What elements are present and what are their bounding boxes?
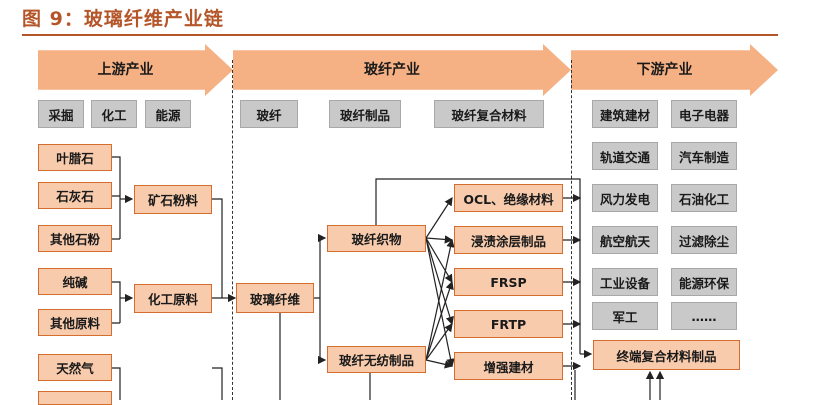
industry-electronics: 电子电器: [671, 100, 737, 128]
figure-title: 图 9：玻璃纤维产业链: [22, 8, 224, 30]
chem-soda-ash: 纯碱: [38, 268, 112, 295]
composite-frtp: FRTP: [454, 310, 563, 338]
title-underline: [22, 34, 778, 36]
divider-midstream-downstream: [571, 60, 572, 400]
industry-industrial-equipment: 工业设备: [592, 268, 658, 296]
industry-rail-transit: 轨道交通: [592, 142, 658, 170]
downstream-header-label: 下游产业: [636, 62, 693, 78]
industry-building-materials: 建筑建材: [592, 100, 658, 128]
midstream-header-label: 玻纤产业: [364, 62, 420, 78]
ore-powder-group: 矿石粉料: [134, 185, 212, 214]
composite-impregnated-coated: 浸渍涂层制品: [454, 226, 563, 254]
ore-limestone: 石灰石: [38, 182, 112, 209]
glass-fiber-node: 玻璃纤维: [236, 283, 314, 313]
energy-partial-box: [38, 391, 112, 405]
category-glass-fiber: 玻纤: [240, 100, 298, 128]
industry-filtration: 过滤除尘: [671, 226, 737, 254]
industry-wind-power: 风力发电: [592, 184, 658, 212]
industry-petrochemical: 石油化工: [671, 184, 737, 212]
energy-natural-gas: 天然气: [38, 354, 112, 381]
industry-military: 军工: [592, 302, 658, 330]
ore-other-powder: 其他石粉: [38, 225, 112, 252]
composite-ocl-insulation: OCL、绝缘材料: [454, 184, 563, 212]
midstream-header-arrow: [233, 44, 571, 96]
upstream-header-arrow: [38, 44, 233, 96]
composite-reinforced-building: 增强建材: [454, 352, 563, 380]
divider-upstream-midstream: [232, 60, 233, 400]
ore-pyrophyllite: 叶腊石: [38, 144, 112, 171]
downstream-header-arrow: [571, 44, 778, 96]
fiber-nonwoven-node: 玻纤无纺制品: [327, 346, 426, 373]
industry-more: ……: [671, 302, 737, 330]
category-fiber-products: 玻纤制品: [329, 100, 401, 128]
chem-materials-group: 化工原料: [134, 284, 212, 313]
category-fiber-composites: 玻纤复合材料: [434, 100, 544, 128]
composite-frsp: FRSP: [454, 268, 563, 296]
category-chemical: 化工: [91, 100, 137, 128]
chem-other-materials: 其他原料: [38, 309, 112, 336]
upstream-header-label: 上游产业: [97, 62, 154, 78]
terminal-composite-products: 终端复合材料制品: [593, 340, 740, 370]
industry-automotive: 汽车制造: [671, 142, 737, 170]
category-mining: 采掘: [38, 100, 84, 128]
category-energy: 能源: [145, 100, 191, 128]
fiber-fabric-node: 玻纤织物: [327, 225, 426, 252]
industry-aerospace: 航空航天: [592, 226, 658, 254]
industry-energy-environment: 能源环保: [671, 268, 737, 296]
